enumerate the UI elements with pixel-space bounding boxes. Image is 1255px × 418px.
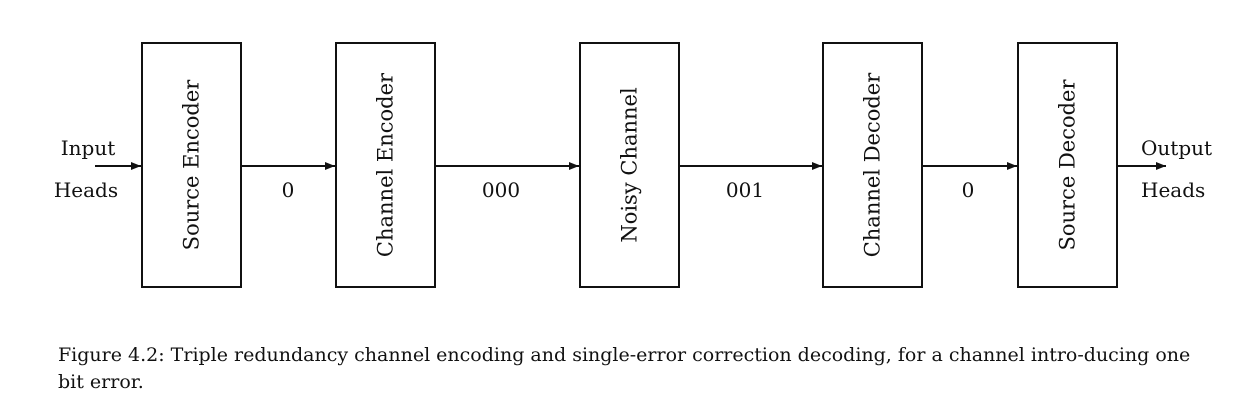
noisy-channel-block: Noisy Channel — [579, 42, 680, 288]
source-decoder-label: Source Decoder — [1056, 79, 1080, 251]
signal-label-1: 0 — [282, 178, 295, 202]
signal-label-3: 001 — [726, 178, 764, 202]
signal-label-2: 000 — [482, 178, 520, 202]
source-encoder-block: Source Encoder — [141, 42, 242, 288]
source-encoder-label: Source Encoder — [180, 79, 204, 251]
channel-encoder-label: Channel Encoder — [374, 72, 398, 257]
input-heads-label: Heads — [54, 178, 118, 202]
noisy-channel-label: Noisy Channel — [618, 87, 642, 243]
figure-caption: Figure 4.2: Triple redundancy channel en… — [58, 344, 1191, 393]
output-heads-label: Heads — [1141, 178, 1205, 202]
output-label: Output — [1141, 136, 1212, 160]
channel-encoder-block: Channel Encoder — [335, 42, 436, 288]
channel-diagram: Input Heads Source Encoder 0 Channel Enc… — [54, 42, 1212, 288]
signal-label-4: 0 — [962, 178, 975, 202]
channel-decoder-block: Channel Decoder — [822, 42, 923, 288]
channel-decoder-label: Channel Decoder — [861, 72, 885, 258]
source-decoder-block: Source Decoder — [1017, 42, 1118, 288]
input-label: Input — [61, 136, 116, 160]
